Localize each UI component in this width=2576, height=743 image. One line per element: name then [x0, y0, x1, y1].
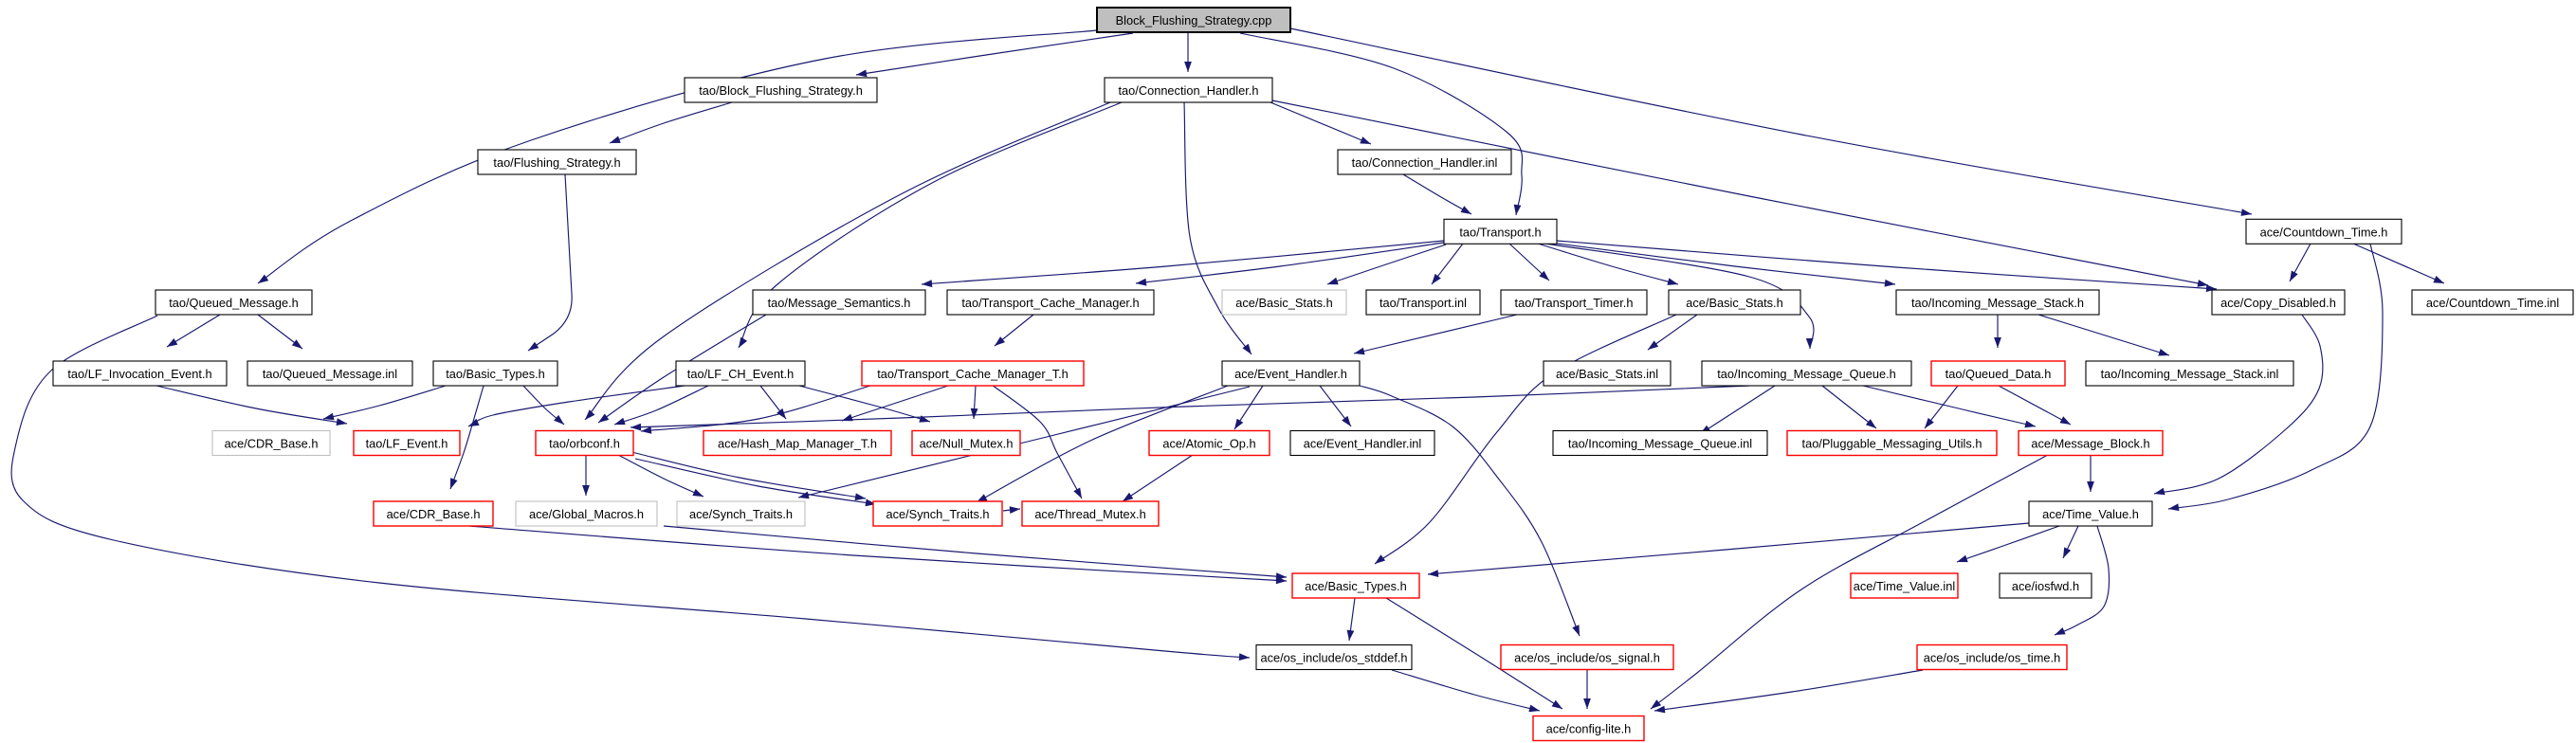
- svg-text:tao/Transport.inl: tao/Transport.inl: [1379, 296, 1467, 310]
- svg-text:ace/Thread_Mutex.h: ace/Thread_Mutex.h: [1034, 507, 1145, 521]
- svg-text:tao/Incoming_Message_Stack.inl: tao/Incoming_Message_Stack.inl: [2101, 367, 2279, 381]
- svg-text:tao/Block_Flushing_Strategy.h: tao/Block_Flushing_Strategy.h: [699, 83, 863, 98]
- svg-text:tao/Transport_Cache_Manager_T.: tao/Transport_Cache_Manager_T.h: [877, 367, 1069, 381]
- svg-text:tao/LF_Event.h: tao/LF_Event.h: [366, 437, 448, 451]
- svg-text:ace/Hash_Map_Manager_T.h: ace/Hash_Map_Manager_T.h: [718, 437, 877, 451]
- svg-text:ace/os_include/os_time.h: ace/os_include/os_time.h: [1924, 651, 2060, 665]
- svg-text:ace/os_include/os_stddef.h: ace/os_include/os_stddef.h: [1260, 651, 1407, 665]
- svg-text:tao/Transport_Timer.h: tao/Transport_Timer.h: [1515, 296, 1634, 310]
- svg-text:ace/CDR_Base.h: ace/CDR_Base.h: [225, 437, 319, 451]
- svg-text:ace/os_include/os_signal.h: ace/os_include/os_signal.h: [1514, 651, 1660, 665]
- svg-text:ace/Null_Mutex.h: ace/Null_Mutex.h: [920, 437, 1014, 451]
- svg-text:tao/Incoming_Message_Stack.h: tao/Incoming_Message_Stack.h: [1911, 296, 2084, 310]
- svg-text:tao/Flushing_Strategy.h: tao/Flushing_Strategy.h: [493, 155, 620, 170]
- svg-text:tao/Transport_Cache_Manager.h: tao/Transport_Cache_Manager.h: [961, 296, 1139, 310]
- svg-text:ace/Global_Macros.h: ace/Global_Macros.h: [529, 507, 644, 521]
- svg-text:tao/Incoming_Message_Queue.h: tao/Incoming_Message_Queue.h: [1717, 367, 1896, 381]
- svg-text:tao/orbconf.h: tao/orbconf.h: [549, 437, 620, 451]
- svg-text:ace/Synch_Traits.h: ace/Synch_Traits.h: [886, 507, 989, 521]
- svg-text:ace/Countdown_Time.inl: ace/Countdown_Time.inl: [2426, 296, 2559, 310]
- svg-text:ace/Basic_Types.h: ace/Basic_Types.h: [1305, 579, 1406, 593]
- svg-text:tao/Connection_Handler.inl: tao/Connection_Handler.inl: [1352, 155, 1498, 170]
- svg-text:ace/iosfwd.h: ace/iosfwd.h: [2012, 579, 2079, 593]
- svg-text:ace/Copy_Disabled.h: ace/Copy_Disabled.h: [2220, 296, 2336, 310]
- svg-text:ace/Message_Block.h: ace/Message_Block.h: [2031, 437, 2149, 451]
- svg-text:tao/Pluggable_Messaging_Utils.: tao/Pluggable_Messaging_Utils.h: [1802, 437, 1982, 451]
- svg-text:ace/Atomic_Op.h: ace/Atomic_Op.h: [1162, 437, 1255, 451]
- svg-text:ace/Synch_Traits.h: ace/Synch_Traits.h: [689, 507, 793, 521]
- svg-text:ace/config-lite.h: ace/config-lite.h: [1546, 722, 1632, 736]
- svg-text:ace/Time_Value.h: ace/Time_Value.h: [2042, 507, 2139, 521]
- svg-text:Block_Flushing_Strategy.cpp: Block_Flushing_Strategy.cpp: [1116, 13, 1272, 27]
- svg-text:tao/Message_Semantics.h: tao/Message_Semantics.h: [768, 296, 911, 310]
- svg-text:ace/Basic_Stats.h: ace/Basic_Stats.h: [1686, 296, 1782, 310]
- svg-text:tao/Basic_Types.h: tao/Basic_Types.h: [446, 367, 545, 381]
- svg-text:ace/Basic_Stats.inl: ace/Basic_Stats.inl: [1556, 367, 1658, 381]
- svg-text:tao/Queued_Message.h: tao/Queued_Message.h: [169, 296, 299, 310]
- svg-text:tao/LF_CH_Event.h: tao/LF_CH_Event.h: [687, 367, 794, 381]
- svg-text:ace/Event_Handler.h: ace/Event_Handler.h: [1234, 367, 1347, 381]
- svg-text:ace/Time_Value.inl: ace/Time_Value.inl: [1854, 579, 1955, 593]
- svg-text:tao/Connection_Handler.h: tao/Connection_Handler.h: [1119, 83, 1259, 98]
- svg-text:tao/Queued_Message.inl: tao/Queued_Message.inl: [263, 367, 397, 381]
- svg-text:tao/Transport.h: tao/Transport.h: [1459, 225, 1541, 239]
- svg-text:ace/Basic_Stats.h: ace/Basic_Stats.h: [1235, 296, 1332, 310]
- svg-text:tao/Incoming_Message_Queue.inl: tao/Incoming_Message_Queue.inl: [1568, 437, 1752, 451]
- svg-text:ace/Countdown_Time.h: ace/Countdown_Time.h: [2260, 225, 2388, 239]
- svg-text:ace/Event_Handler.inl: ace/Event_Handler.inl: [1304, 437, 1422, 451]
- svg-text:tao/Queued_Data.h: tao/Queued_Data.h: [1946, 367, 2052, 381]
- svg-text:ace/CDR_Base.h: ace/CDR_Base.h: [387, 507, 481, 521]
- svg-text:tao/LF_Invocation_Event.h: tao/LF_Invocation_Event.h: [67, 367, 211, 381]
